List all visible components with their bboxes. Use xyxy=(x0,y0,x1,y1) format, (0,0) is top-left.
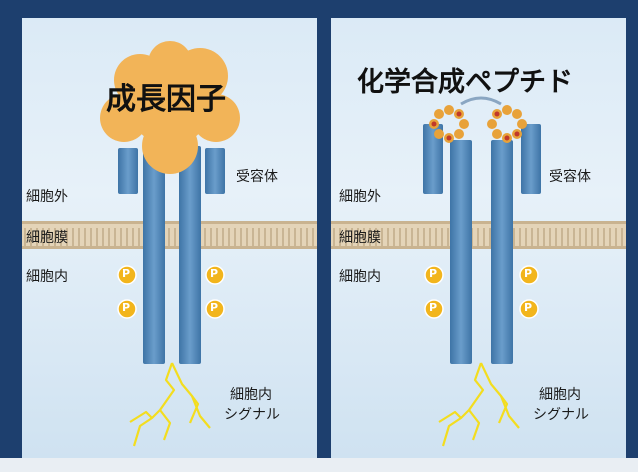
phospho-label: P xyxy=(210,267,219,280)
outside-label: 細胞外 xyxy=(339,189,381,205)
bottom-bar xyxy=(0,458,638,472)
receptor-stem-right xyxy=(491,140,513,364)
synthetic-peptide-diagram xyxy=(331,96,626,447)
phospho-label: P xyxy=(524,301,533,314)
inside-label: 細胞内 xyxy=(26,269,68,285)
receptor-arm-left xyxy=(118,148,138,194)
signal-label-line1: 細胞内 xyxy=(230,387,272,403)
receptor-arm-right xyxy=(205,148,225,194)
signal-label-line2: シグナル xyxy=(224,407,280,423)
phospho-label: P xyxy=(429,301,438,314)
receptor-arm-left xyxy=(423,124,443,194)
phospho-label: P xyxy=(429,267,438,280)
receptor-arm-right xyxy=(521,124,541,194)
intracellular-signal xyxy=(438,362,520,447)
signal-label-line2: シグナル xyxy=(533,407,589,423)
intracellular-signal xyxy=(129,362,211,447)
receptor-label: 受容体 xyxy=(236,169,278,185)
synthetic-peptide-title: 化学合成ペプチド xyxy=(357,67,573,98)
phospho-label: P xyxy=(524,267,533,280)
inside-label: 細胞内 xyxy=(339,269,381,285)
phosphate-groups xyxy=(117,265,225,319)
receptor-label: 受容体 xyxy=(549,169,591,185)
cell-membrane xyxy=(22,222,317,248)
peptide-molecule xyxy=(429,96,527,143)
phosphate-groups xyxy=(424,265,539,319)
growth-factor-molecule xyxy=(100,41,240,174)
growth-factor-title: 成長因子 xyxy=(106,82,226,117)
synthetic-peptide-panel: 化学合成ペプチド 受容体 細胞外 細胞膜 細胞内 細胞内 シグナル P P P … xyxy=(331,18,626,458)
receptor-stem-left xyxy=(143,146,165,364)
growth-factor-diagram xyxy=(22,41,317,447)
growth-factor-panel: 成長因子 受容体 細胞外 細胞膜 細胞内 細胞内 シグナル P P P P xyxy=(22,18,317,458)
signal-label-line1: 細胞内 xyxy=(539,387,581,403)
phospho-label: P xyxy=(122,267,131,280)
outside-label: 細胞外 xyxy=(26,189,68,205)
membrane-label: 細胞膜 xyxy=(26,230,68,246)
receptor-stem-right xyxy=(179,146,201,364)
phospho-label: P xyxy=(210,301,219,314)
phospho-label: P xyxy=(122,301,131,314)
membrane-label: 細胞膜 xyxy=(339,230,381,246)
cell-membrane xyxy=(331,222,626,248)
receptor-stem-left xyxy=(450,140,472,364)
